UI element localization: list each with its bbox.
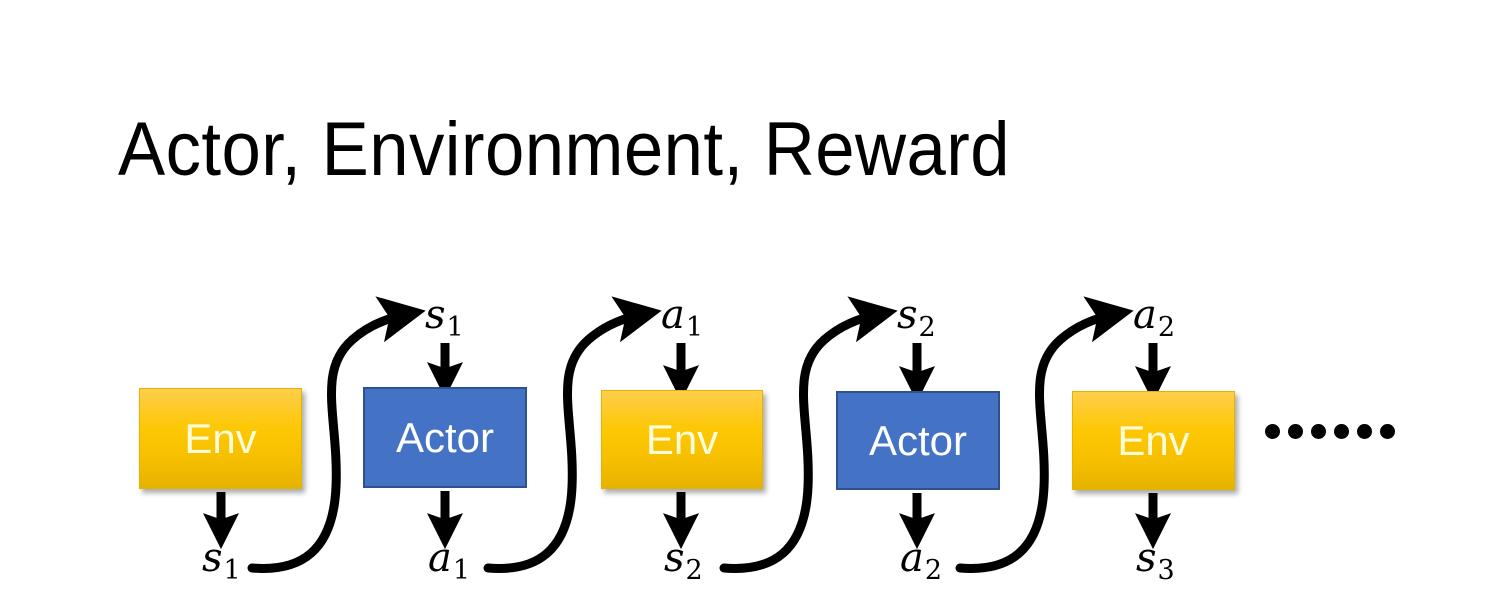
state-label-s3-bottom: s3 xyxy=(1136,535,1175,584)
ellipsis-dot xyxy=(1311,424,1326,439)
state-label-s2-top-symbol: s xyxy=(897,292,918,338)
env-box-2[interactable]: Env xyxy=(601,390,763,489)
state-label-s1-bottom-subscript: 1 xyxy=(223,555,241,586)
state-label-s2-bottom: s2 xyxy=(664,535,703,584)
action-label-a2-bottom-symbol: a xyxy=(900,535,924,581)
action-label-a1-bottom: a1 xyxy=(428,535,470,584)
actor-box-1-label: Actor xyxy=(395,413,495,461)
env-box-2-label: Env xyxy=(645,415,719,463)
state-label-s3-bottom-subscript: 3 xyxy=(1157,555,1175,586)
env-box-3-label: Env xyxy=(1117,416,1190,464)
action-label-a1-top-symbol: a xyxy=(661,292,685,338)
action-label-a2-top: a2 xyxy=(1133,292,1175,341)
action-label-a2-top-symbol: a xyxy=(1133,292,1157,338)
env-box-1[interactable]: Env xyxy=(139,388,302,489)
env-box-3[interactable]: Env xyxy=(1072,391,1235,490)
state-label-s1-top: s1 xyxy=(425,292,464,341)
ellipsis-dot xyxy=(1334,424,1349,439)
state-label-s1-top-subscript: 1 xyxy=(446,312,464,343)
state-label-s2-top: s2 xyxy=(897,292,936,341)
action-label-a2-bottom-subscript: 2 xyxy=(924,555,943,586)
page-title: Actor, Environment, Reward xyxy=(118,107,1011,192)
action-label-a1-top: a1 xyxy=(661,292,703,341)
state-label-s2-bottom-subscript: 2 xyxy=(685,555,703,586)
ellipsis-dot xyxy=(1357,424,1372,439)
state-label-s1-bottom-symbol: s xyxy=(202,535,223,581)
action-label-a2-bottom: a2 xyxy=(900,535,942,584)
actor-box-1[interactable]: Actor xyxy=(363,387,527,488)
state-label-s2-top-subscript: 2 xyxy=(918,312,936,343)
actor-box-2[interactable]: Actor xyxy=(836,391,1000,490)
state-label-s2-bottom-symbol: s xyxy=(664,535,685,581)
action-label-a1-top-subscript: 1 xyxy=(685,312,704,343)
actor-box-2-label: Actor xyxy=(868,416,968,464)
action-label-a2-top-subscript: 2 xyxy=(1157,312,1176,343)
ellipsis-dot xyxy=(1380,424,1395,439)
ellipsis-dot xyxy=(1265,424,1280,439)
state-label-s1-bottom: s1 xyxy=(202,535,241,584)
action-label-a1-bottom-symbol: a xyxy=(428,535,452,581)
state-label-s3-bottom-symbol: s xyxy=(1136,535,1157,581)
action-label-a1-bottom-subscript: 1 xyxy=(452,555,471,586)
ellipsis-dot xyxy=(1288,424,1303,439)
state-label-s1-top-symbol: s xyxy=(425,292,446,338)
env-box-1-label: Env xyxy=(184,414,257,462)
continuation-ellipsis xyxy=(1265,424,1395,439)
